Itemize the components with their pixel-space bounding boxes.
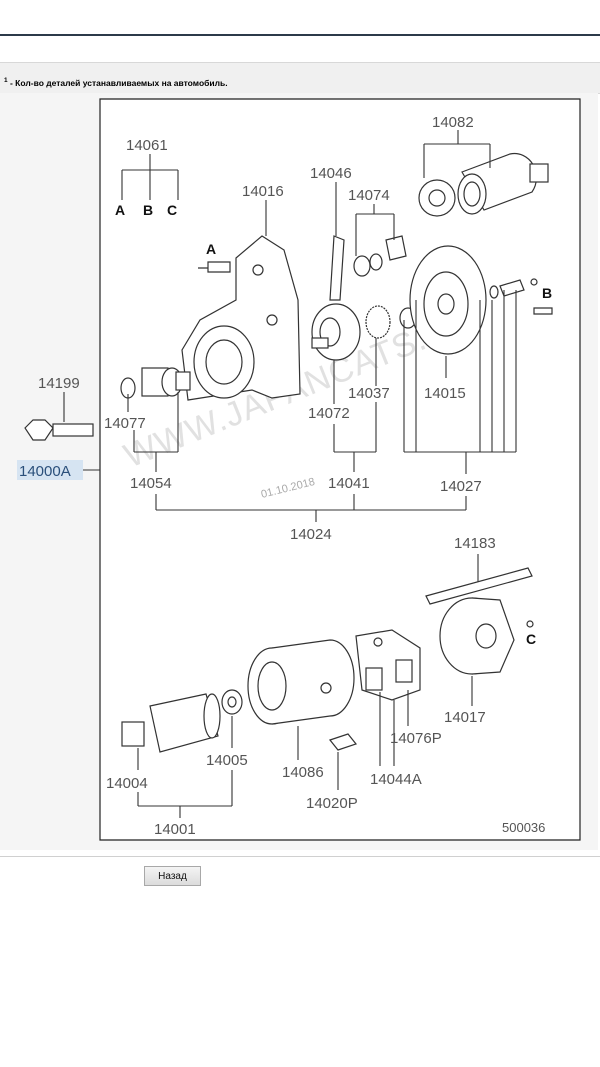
callout-14020P: 14020P — [306, 795, 358, 812]
letter-a-1: A — [115, 202, 125, 218]
callout-14000A[interactable]: 14000A — [19, 463, 71, 480]
pinion-gear-part — [120, 367, 191, 399]
callout-14072: 14072 — [308, 405, 350, 422]
callout-14077: 14077 — [104, 415, 146, 432]
callout-14074: 14074 — [348, 187, 390, 204]
callout-14041: 14041 — [328, 475, 370, 492]
letter-c-2: C — [526, 631, 536, 647]
bottom-area — [0, 856, 600, 1067]
callout-14024: 14024 — [290, 526, 332, 543]
callout-14082: 14082 — [432, 114, 474, 131]
long-bolt-part — [425, 567, 533, 605]
bearing-part — [221, 689, 243, 715]
front-housing-part — [181, 235, 301, 401]
letter-b-2: B — [542, 285, 552, 301]
letter-b-1: B — [143, 202, 153, 218]
parts-diagram: WWW.JAPANCATS.RU 01.10.2018 — [17, 98, 581, 841]
callout-14044A: 14044A — [370, 771, 422, 788]
callout-14005: 14005 — [206, 752, 248, 769]
callout-14017: 14017 — [444, 709, 486, 726]
callout-14199: 14199 — [38, 375, 80, 392]
rear-cover-part — [439, 597, 534, 675]
back-button[interactable]: Назад — [144, 866, 201, 886]
footnote: 1 - Кол-во деталей устанавливаемых на ав… — [4, 77, 228, 88]
callout-14004: 14004 — [106, 775, 148, 792]
solenoid-part — [418, 152, 549, 217]
armature-part — [121, 693, 221, 753]
yoke-part — [247, 639, 355, 725]
footnote-text: - Кол-во деталей устанавливаемых на авто… — [7, 77, 228, 88]
callout-14046: 14046 — [310, 165, 352, 182]
top-header-bar — [0, 0, 600, 36]
brush-holder-part — [355, 629, 421, 701]
callout-14037: 14037 — [348, 385, 390, 402]
footnote-bar: 1 - Кол-во деталей устанавливаемых на ав… — [0, 62, 600, 94]
callout-14000A-highlight — [17, 460, 83, 480]
callout-14076P: 14076P — [390, 730, 442, 747]
through-bolt-part — [24, 419, 94, 441]
bolt-a-part — [198, 261, 231, 273]
brush-part — [328, 733, 358, 751]
letter-c-1: C — [167, 202, 177, 218]
footnote-marker: 1 — [4, 77, 8, 84]
small-fastener-part — [489, 278, 553, 315]
diagram-ref-code: 500036 — [502, 820, 545, 835]
callout-14001: 14001 — [154, 821, 196, 838]
callout-14027: 14027 — [440, 478, 482, 495]
callout-14054: 14054 — [130, 475, 172, 492]
callout-14015: 14015 — [424, 385, 466, 402]
letter-a-2: A — [206, 241, 216, 257]
callout-14183: 14183 — [454, 535, 496, 552]
center-housing-part — [409, 245, 487, 355]
gear-carrier-part — [311, 303, 361, 361]
callout-14086: 14086 — [282, 764, 324, 781]
planetary-gear-part — [365, 305, 417, 339]
callout-14061: 14061 — [126, 137, 168, 154]
shift-lever-part — [329, 235, 407, 301]
callout-14016: 14016 — [242, 183, 284, 200]
